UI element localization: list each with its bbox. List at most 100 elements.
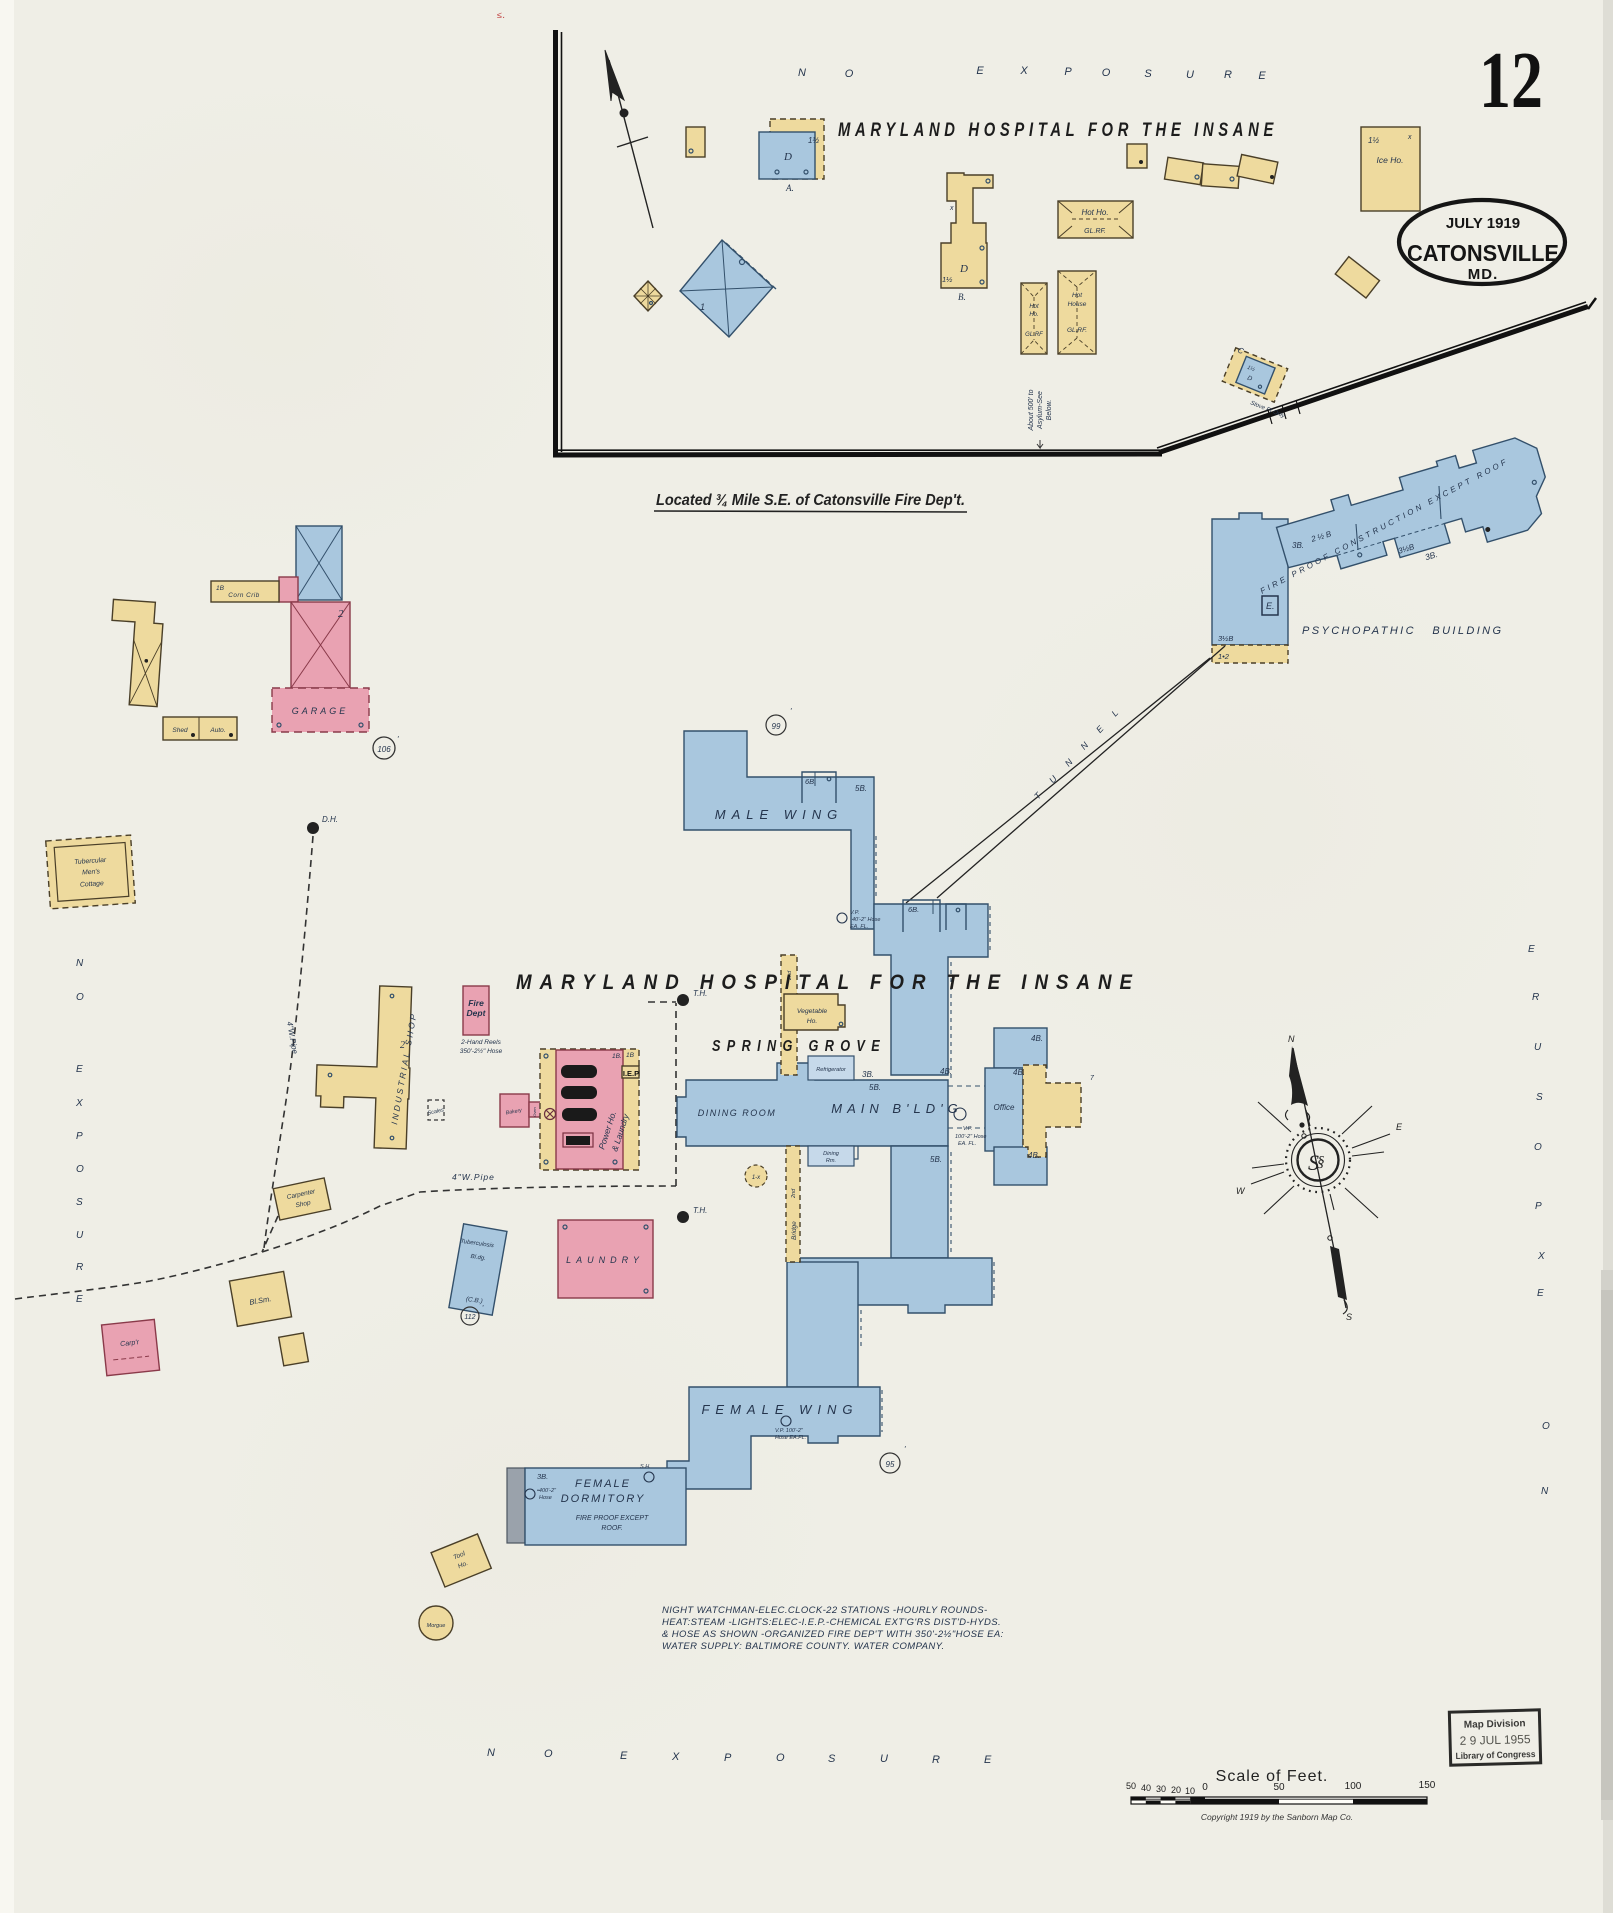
svg-text:Tuberculosis: Tuberculosis — [460, 1239, 494, 1250]
svg-text:100: 100 — [1345, 1781, 1362, 1792]
svg-text:Hose: Hose — [539, 1495, 552, 1501]
svg-text:T.H.: T.H. — [693, 1206, 707, 1215]
svg-text:R: R — [1224, 69, 1232, 81]
svg-text:2 9 JUL 1955: 2 9 JUL 1955 — [1459, 1732, 1531, 1748]
svg-text:Hot Ho.: Hot Ho. — [1081, 208, 1108, 217]
svg-text:O: O — [1542, 1421, 1550, 1432]
svg-text:P: P — [76, 1131, 83, 1142]
svg-text:2nd: 2nd — [791, 1188, 797, 1199]
svg-text:X: X — [1019, 65, 1028, 77]
svg-text:Shop: Shop — [295, 1199, 312, 1209]
svg-text:EA. FL.: EA. FL. — [958, 1141, 976, 1147]
svg-text:S: S — [76, 1197, 83, 1208]
svg-text:MARYLAND HOSPITAL FOR THE: MARYLAND HOSPITAL FOR THE INSANE — [838, 120, 1278, 141]
svg-text:1B.: 1B. — [612, 1053, 622, 1060]
svg-text:WATER SUPPLY: BALTIMORE COUN: WATER SUPPLY: BALTIMORE COUNTY. WATER CO… — [662, 1641, 945, 1652]
svg-text:99: 99 — [772, 722, 781, 731]
svg-text:R: R — [932, 1754, 940, 1766]
svg-text:Ice Ho.: Ice Ho. — [1377, 155, 1404, 165]
svg-text:DORMITORY: DORMITORY — [561, 1493, 646, 1505]
svg-text:1•2: 1•2 — [1218, 652, 1230, 661]
svg-text:x: x — [949, 205, 954, 212]
svg-text:3B.: 3B. — [1424, 549, 1439, 562]
svg-text:S: S — [828, 1753, 836, 1765]
svg-text:12: 12 — [1479, 37, 1543, 125]
svg-text:Men's: Men's — [82, 868, 101, 876]
svg-text:Dept: Dept — [467, 1008, 487, 1018]
svg-text:E: E — [1528, 944, 1535, 955]
svg-text:Asylum-See: Asylum-See — [1037, 391, 1044, 430]
svg-text:E: E — [76, 1294, 83, 1305]
svg-text:Map Division: Map Division — [1464, 1718, 1526, 1731]
svg-text:Hot: Hot — [1029, 304, 1039, 310]
svg-text:4B.: 4B. — [940, 1067, 952, 1076]
svg-text:S.H.: S.H. — [640, 1464, 651, 1470]
svg-text:x: x — [1407, 134, 1412, 141]
svg-text:Oven: Oven — [532, 1106, 537, 1116]
svg-text:PSYCHOPATHIC BUILDING: PSYCHOPATHIC BUILDING — [1302, 625, 1503, 637]
svg-text:E: E — [1258, 70, 1266, 82]
svg-text:Library of Congress: Library of Congress — [1455, 1749, 1535, 1761]
svg-text:Hot: Hot — [1072, 292, 1083, 299]
svg-text:EA. FL.: EA. FL. — [850, 924, 868, 930]
svg-text:5B.: 5B. — [855, 784, 867, 793]
svg-text:1-x: 1-x — [752, 1175, 761, 1181]
svg-text:W: W — [1236, 1186, 1246, 1196]
svg-text:N: N — [1541, 1486, 1549, 1497]
svg-text:NIGHT WATCHMAN-ELEC.CLOCK-22: NIGHT WATCHMAN-ELEC.CLOCK-22 STATIONS -H… — [662, 1605, 988, 1616]
svg-text:≤․: ≤․ — [497, 10, 505, 20]
svg-text:Cottage: Cottage — [80, 880, 104, 889]
svg-text:GARAGE: GARAGE — [292, 706, 349, 716]
svg-text:40: 40 — [1141, 1783, 1151, 1793]
svg-text:S: S — [1144, 68, 1152, 80]
svg-text:Dining: Dining — [823, 1151, 840, 1157]
svg-text:N: N — [76, 958, 84, 969]
svg-text:R: R — [76, 1262, 83, 1273]
svg-text:1½: 1½ — [808, 136, 819, 145]
svg-text:3B.: 3B. — [1292, 541, 1304, 550]
svg-text:O: O — [776, 1752, 785, 1764]
svg-text:D: D — [783, 151, 792, 163]
svg-text:Bl.Sm.: Bl.Sm. — [249, 1294, 272, 1307]
svg-text:1B: 1B — [626, 1052, 635, 1059]
svg-text:CATONSVILLE: CATONSVILLE — [1407, 240, 1559, 266]
svg-text:X: X — [671, 1751, 680, 1763]
svg-text:O: O — [1102, 67, 1111, 79]
svg-text:Carp'r: Carp'r — [120, 1339, 140, 1348]
svg-text:E: E — [1537, 1288, 1544, 1299]
svg-text:I.E.P: I.E.P — [623, 1069, 639, 1078]
svg-text:D: D — [959, 263, 968, 275]
svg-text:Bridge: Bridge — [791, 1221, 798, 1240]
svg-text:Tubercular: Tubercular — [74, 857, 107, 866]
svg-text:7: 7 — [1090, 1075, 1095, 1082]
svg-text:Copyright 1919 by the Sanborn: Copyright 1919 by the Sanborn Map Co. — [1201, 1812, 1353, 1822]
svg-text:O: O — [1534, 1142, 1542, 1153]
svg-text:100'-2" Hose: 100'-2" Hose — [955, 1134, 986, 1140]
svg-text:95: 95 — [886, 1460, 895, 1469]
svg-text:Tool: Tool — [452, 1550, 466, 1561]
svg-text:1½: 1½ — [942, 275, 953, 284]
svg-text:& HOSE AS SHOWN -ORGANIZED FIR: & HOSE AS SHOWN -ORGANIZED FIRE DEP'T WI… — [662, 1629, 1004, 1640]
svg-text:O: O — [544, 1748, 553, 1760]
svg-text:LAUNDRY: LAUNDRY — [566, 1255, 644, 1265]
svg-text:X: X — [1537, 1251, 1545, 1262]
svg-text:P: P — [1535, 1201, 1542, 1212]
svg-text:S: S — [1536, 1092, 1543, 1103]
svg-text:About 500' to: About 500' to — [1028, 389, 1035, 431]
svg-text:•400'-2": •400'-2" — [537, 1488, 557, 1494]
svg-text:1: 1 — [700, 302, 705, 312]
svg-text:2-Hand Reels: 2-Hand Reels — [460, 1039, 501, 1046]
svg-text:FIRE PROOF EXCEPT: FIRE PROOF EXCEPT — [576, 1515, 649, 1522]
svg-text:E.: E. — [1266, 601, 1275, 611]
svg-text:House: House — [1068, 301, 1087, 308]
svg-text:Vegetable: Vegetable — [797, 1008, 828, 1015]
svg-text:MAIN B'LD'G: MAIN B'LD'G — [831, 1101, 962, 1116]
svg-text:P: P — [724, 1752, 732, 1764]
svg-text:50: 50 — [1126, 1781, 1136, 1791]
svg-text:': ' — [904, 1445, 906, 1454]
svg-text:U: U — [1534, 1042, 1542, 1053]
svg-text:HEAT:STEAM -LIGHTS:ELEC-I.E.P.: HEAT:STEAM -LIGHTS:ELEC-I.E.P.-CHEMICAL … — [662, 1617, 1001, 1628]
svg-text:350'-2½" Hose: 350'-2½" Hose — [460, 1047, 503, 1055]
svg-text:D.H.: D.H. — [322, 815, 338, 824]
svg-text:Auto.: Auto. — [209, 727, 225, 734]
